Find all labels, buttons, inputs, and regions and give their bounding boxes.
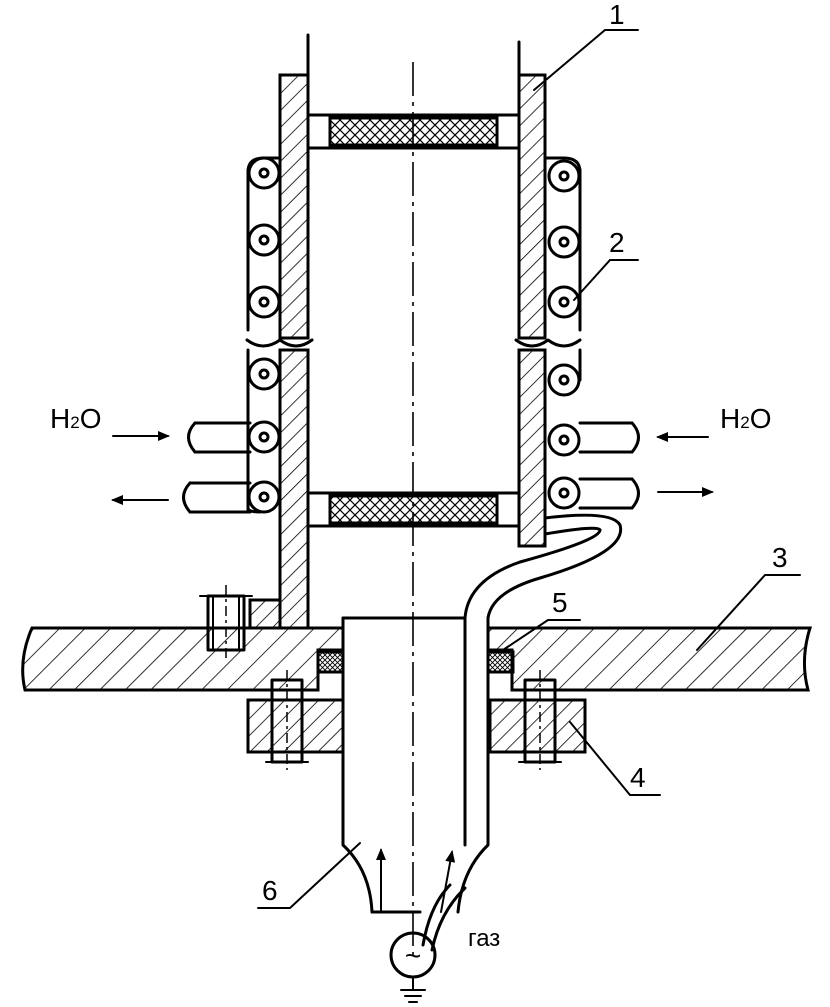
svg-text:~: ~ <box>405 940 421 971</box>
callout-5: 5 <box>552 587 568 618</box>
ac-source-icon: ~ <box>389 931 437 979</box>
callout-leaders <box>257 29 801 909</box>
upper-mesh <box>306 113 521 150</box>
callout-4: 4 <box>630 762 646 793</box>
arrow-icon <box>111 431 714 913</box>
clamp-ring-right <box>488 670 587 770</box>
callout-1: 1 <box>609 0 625 30</box>
callout-6: 6 <box>262 875 278 906</box>
base-plate <box>21 626 813 692</box>
bolt-icon <box>199 585 253 660</box>
gas-label: газ <box>468 925 500 952</box>
lower-mesh <box>306 491 521 528</box>
gas-inlet-nozzle <box>341 513 623 914</box>
svg-text:H2O: H2O <box>50 403 101 434</box>
seal <box>316 650 515 674</box>
water-label-right: H2O <box>720 403 771 434</box>
svg-text:H2O: H2O <box>720 403 771 434</box>
callout-2: 2 <box>609 227 625 258</box>
coil-icon <box>246 156 582 514</box>
water-label-left: H2O <box>50 403 101 434</box>
water-pipes <box>182 421 640 514</box>
discharge-tube <box>245 33 582 630</box>
callout-3: 3 <box>772 542 788 573</box>
ground-icon <box>400 976 426 1003</box>
